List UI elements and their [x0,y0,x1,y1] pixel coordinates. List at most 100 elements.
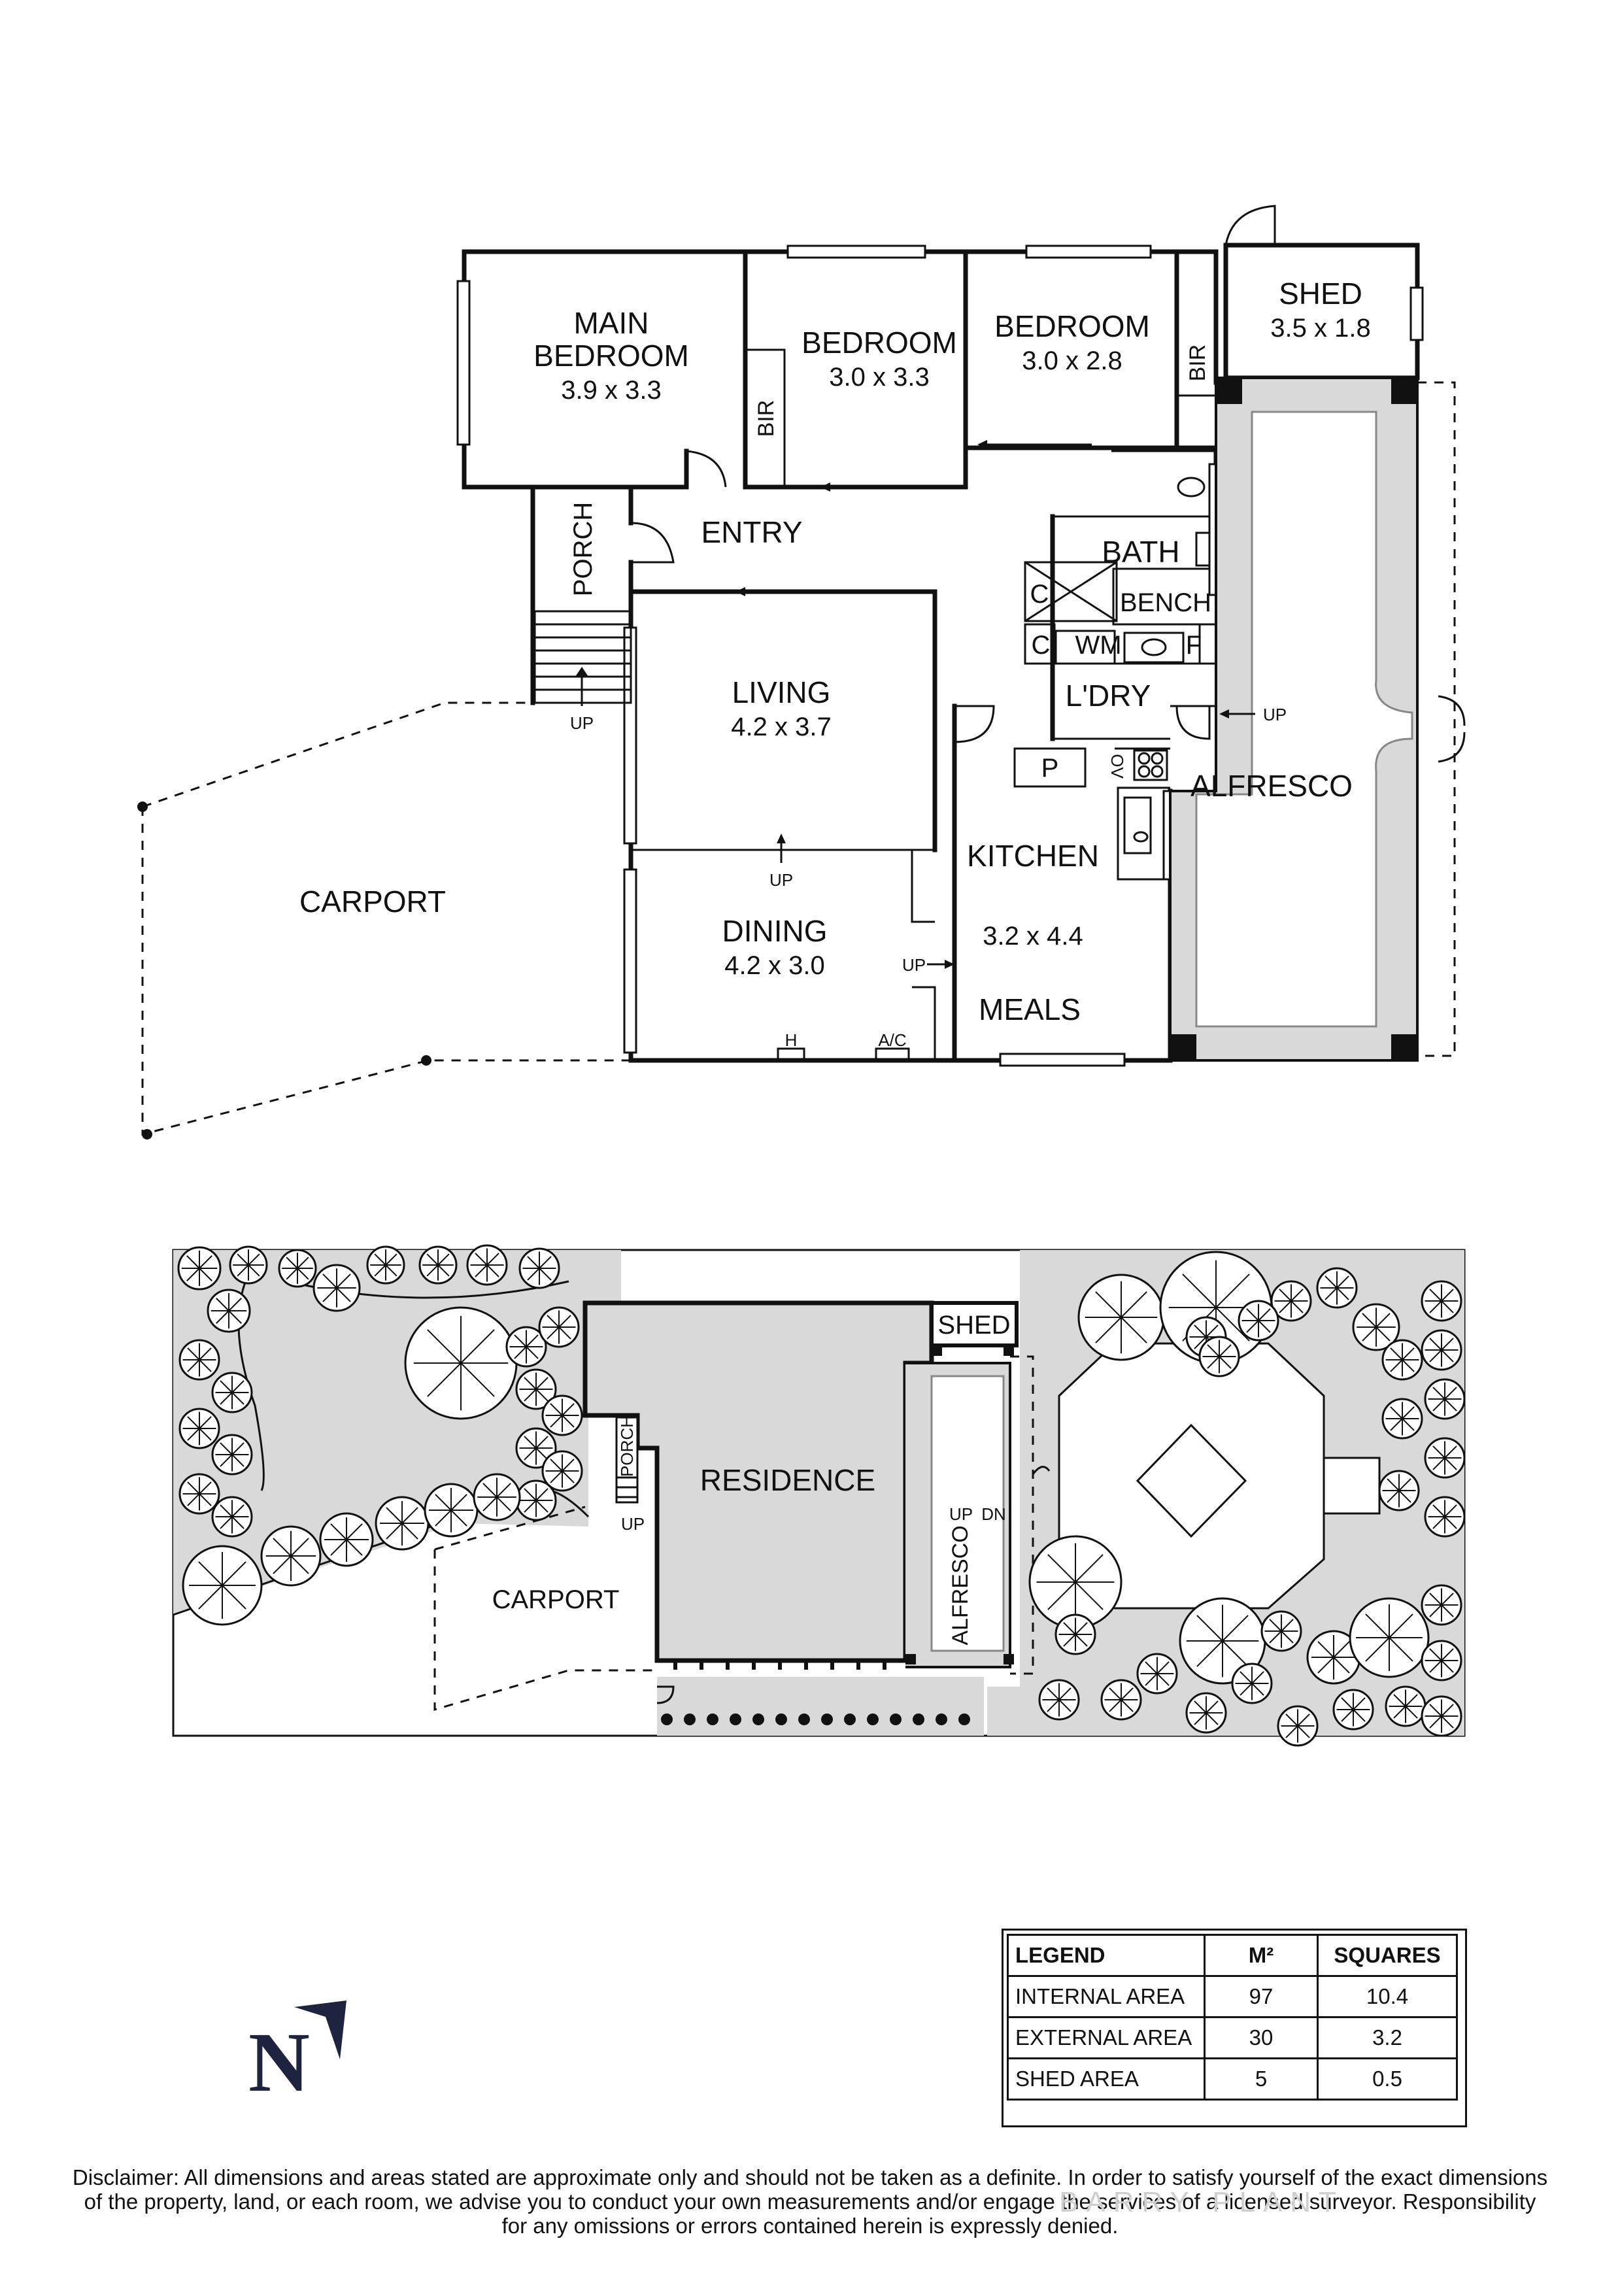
fence-post [913,1714,924,1725]
tree-branch [1398,1490,1411,1503]
tree-branch [216,1298,229,1311]
tree-branch [526,1334,539,1347]
tree-branch [1402,1406,1415,1419]
window-mark [673,1661,677,1670]
carport-outline [141,807,631,1136]
tree-branch [1389,1637,1413,1662]
tree-branch [1222,1640,1249,1667]
tree-branch [524,1377,537,1390]
tree-branch [216,1310,229,1324]
tree-branch [1047,1554,1076,1583]
tree-branch [1429,1704,1442,1717]
tree-branch [482,1483,498,1498]
tree-branch [199,1255,212,1269]
tree-branch [1121,1699,1134,1712]
tree-branch [220,1392,233,1405]
tree-branch [427,1362,462,1397]
window-mark [700,1661,703,1670]
tree-branch [526,1346,539,1359]
tree-branch [1317,1657,1334,1674]
site-alfresco-label: ALFRESCO [948,1525,973,1645]
tree-branch [1389,1613,1413,1638]
tree-branch [1444,1504,1457,1517]
fence-post [867,1714,879,1725]
table-row: SHED AREA 5 0.5 [1007,2057,1458,2101]
legend-row-squares: 10.4 [1317,1975,1458,2018]
tree-branch [336,1274,351,1289]
tree-branch [1441,1349,1454,1362]
tree-branch [1281,1619,1294,1632]
tree-branch [1341,1697,1354,1710]
window-mark [752,1661,756,1670]
tree-branch [550,1403,563,1416]
tree-branch [539,1268,552,1281]
tree-branch [1387,1478,1400,1491]
tree-branch [535,1447,548,1460]
tree-branch [558,1326,571,1340]
tree-branch [535,1488,548,1501]
porch-label: PORCH [569,502,598,596]
tree-branch [199,1428,212,1441]
flow-arrows [735,440,1255,969]
tree-branch [1075,1581,1104,1610]
tree-branch [1246,1320,1259,1333]
fence-post [661,1714,673,1725]
tree-branch [1215,1307,1250,1342]
tree-branch [1075,1634,1088,1647]
aircon-label: A/C [878,1030,906,1050]
tree-branch [1240,1671,1253,1684]
bir-label-2: BIR [1185,345,1210,382]
tree-branch [1182,1274,1217,1308]
tree-branch [1285,1725,1298,1738]
legend-row-label: EXTERNAL AREA [1007,2016,1206,2059]
tree-branch [199,1416,212,1429]
tree-branch [322,1287,337,1302]
up-label-porch: UP [570,713,594,733]
fence-post [821,1714,833,1725]
tree-branch [231,1504,245,1517]
tree-branch [1336,1275,1349,1289]
tree-branch [1441,1300,1454,1313]
tree-branch [1429,1593,1442,1606]
tree-branch [1444,1398,1457,1411]
tree-branch [228,1310,242,1324]
tree-branch [336,1287,351,1302]
shed-outline [1223,243,1420,380]
tree-branch [1207,1344,1220,1357]
fence-post [936,1714,947,1725]
tree-branch [386,1507,403,1524]
window-mark [830,1661,834,1670]
tree-branch [1441,1604,1454,1617]
tree-branch [199,1268,212,1281]
tree-branch [1109,1687,1122,1700]
tree-branch [1207,1356,1220,1369]
tree-branch [1441,1289,1454,1302]
site-carport-label: CARPORT [492,1585,620,1614]
tree-branch [562,1459,575,1472]
tree-branch [187,1359,200,1372]
tree-branch [1317,1641,1334,1658]
tree-branch [1258,1308,1271,1321]
tree-branch [496,1496,511,1511]
tree-branch [346,1539,363,1556]
tree-branch [1269,1619,1282,1632]
tree-branch [1365,1613,1390,1638]
tree-branch [385,1264,397,1277]
tree-branch [1258,1320,1271,1333]
tree-branch [286,1257,298,1269]
tree-branch [231,1442,245,1455]
legend-frame [1002,1929,1467,2127]
tree-branch [220,1504,233,1517]
tree-branch [426,1253,439,1266]
tree-branch [1196,1640,1223,1667]
tree-branch [1291,1289,1304,1302]
alfresco-label: ALFRESCO [1190,769,1353,803]
bedroom-3-size: 3.0 x 2.8 [1022,346,1122,375]
tree-branch [199,1359,212,1372]
fence-post [730,1714,741,1725]
disclaimer: Disclaimer: All dimensions and areas sta… [65,2165,1555,2238]
shed-size: 3.5 x 1.8 [1270,314,1370,343]
fence-post [958,1714,970,1725]
tree-branch [535,1389,548,1402]
